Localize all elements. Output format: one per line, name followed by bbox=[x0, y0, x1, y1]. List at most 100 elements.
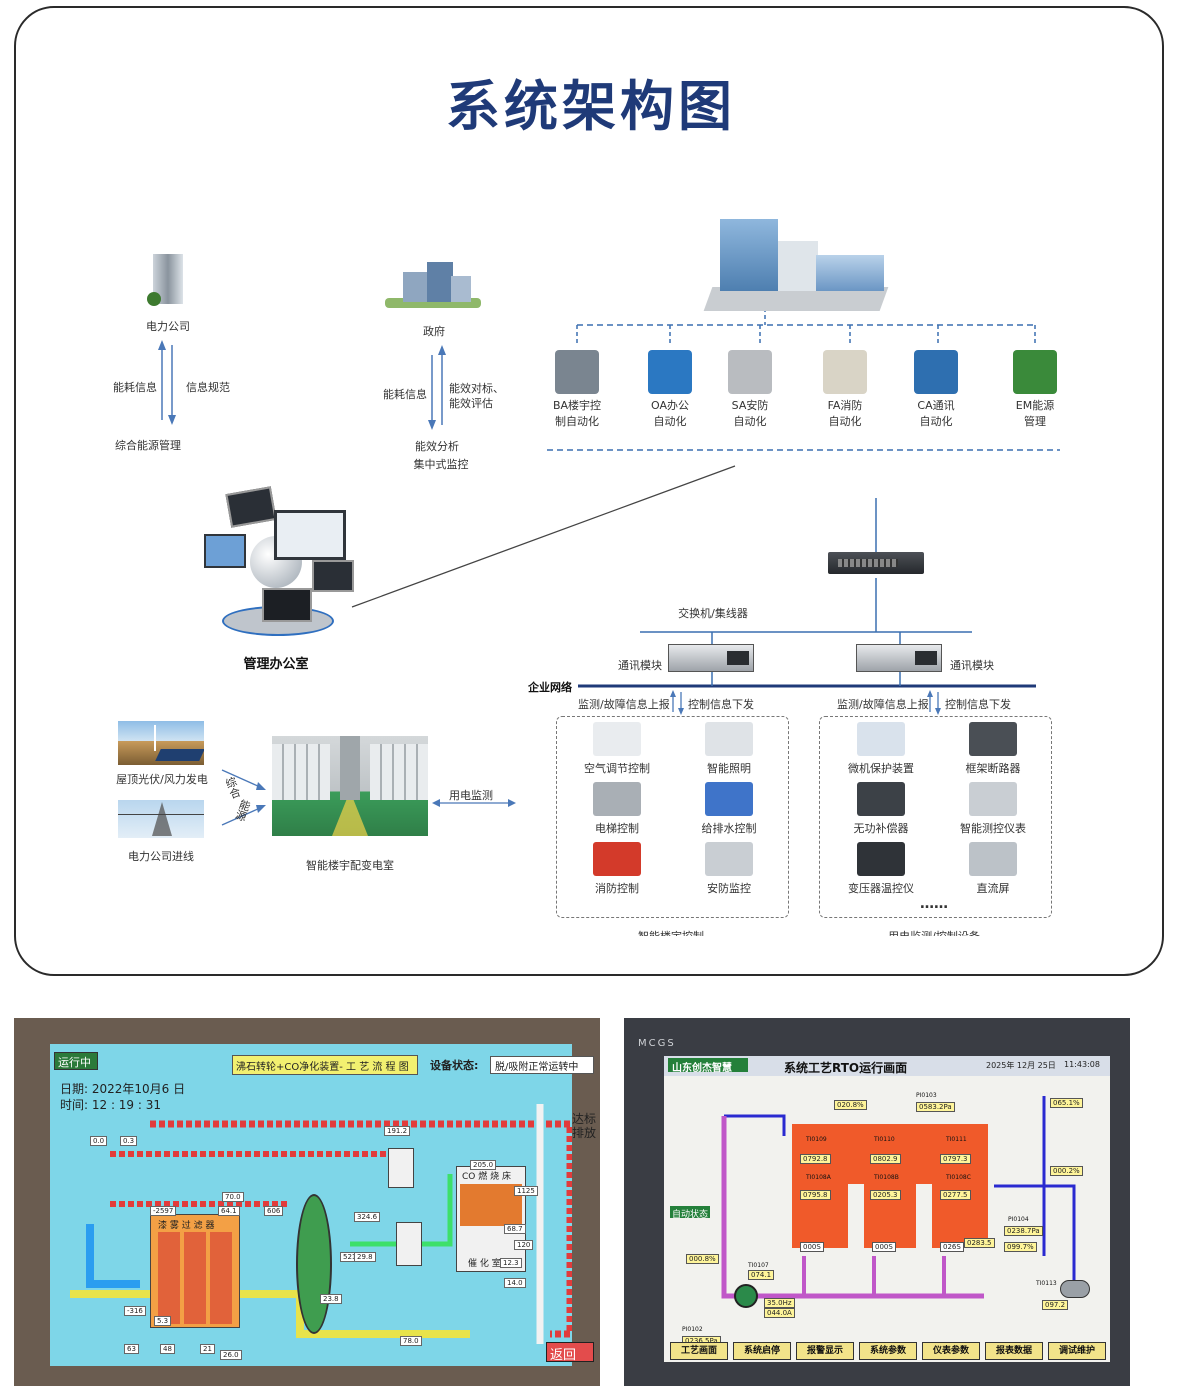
hmi1-back-label: 返回 bbox=[550, 1348, 577, 1363]
left_devices-item-0: 空气调节控制 bbox=[562, 722, 672, 776]
hmi1-state-value: 脱/吸附正常运转中 bbox=[495, 1062, 579, 1073]
screen-icon bbox=[1013, 350, 1057, 394]
device-icon bbox=[705, 782, 753, 816]
device-icon bbox=[857, 782, 905, 816]
device-icon bbox=[705, 722, 753, 756]
hmi2-rto-chambers bbox=[792, 1124, 988, 1248]
hmi2-rto-fan bbox=[734, 1284, 758, 1308]
building-control-box bbox=[556, 716, 789, 918]
device-label: 智能照明 bbox=[707, 762, 751, 775]
hmi1-zeolite-rotor bbox=[296, 1194, 332, 1334]
hmi2-nav-button-2[interactable]: 报警显示 bbox=[796, 1342, 854, 1360]
hmi2-auto-badge bbox=[670, 1206, 710, 1218]
building-control-caption: 智能楼宇控制 bbox=[638, 928, 704, 936]
energy-mgmt-label: 综合能源管理 bbox=[115, 439, 181, 452]
hmi2-temp-readout: 0802.9 bbox=[870, 1154, 901, 1164]
comm-module-right-icon bbox=[856, 644, 942, 672]
right_devices-item-4: 变压器温控仪 bbox=[826, 842, 936, 896]
gov-benchmark-label: 能效对标、 bbox=[449, 382, 504, 395]
grid-incoming-label: 电力公司进线 bbox=[128, 850, 194, 863]
comm-module-right-label: 通讯模块 bbox=[950, 659, 994, 672]
hmi2-auto-label: 自动状态 bbox=[672, 1210, 709, 1220]
substation-photo bbox=[272, 736, 428, 836]
system-label-line2: 制自动化 bbox=[555, 415, 599, 428]
left_devices-item-1: 智能照明 bbox=[674, 722, 784, 776]
left_devices-item-3: 给排水控制 bbox=[674, 782, 784, 836]
switch-device-icon bbox=[828, 552, 924, 574]
system-label-line1: BA楼宇控 bbox=[552, 399, 602, 412]
solar-wind-label: 屋顶光伏/风力发电 bbox=[116, 773, 208, 786]
hmi1-catalyst-label: 催 化 室 bbox=[468, 1259, 501, 1269]
hmi1-back-button[interactable] bbox=[546, 1342, 594, 1362]
hmi2-title: 系统工艺RTO运行画面 bbox=[784, 1061, 908, 1075]
hmi1-readout: 12.3 bbox=[500, 1258, 522, 1268]
system-label-line2: 自动化 bbox=[733, 415, 767, 428]
hmi1-readout: 205.0 bbox=[470, 1160, 497, 1170]
hmi2-nav-button-1[interactable]: 系统启停 bbox=[733, 1342, 791, 1360]
hmi2-pipes bbox=[721, 1096, 1076, 1299]
hmi2-fan-freq: 35.0Hz bbox=[764, 1298, 795, 1308]
system-label-line1: FA消防 bbox=[827, 399, 863, 412]
hmi1-readout: 191.2 bbox=[384, 1126, 411, 1136]
system-item-5: EM能源管理 bbox=[995, 350, 1075, 430]
hmi2-nav-button-0[interactable]: 工艺画面 bbox=[670, 1342, 728, 1360]
hmi1-readout: 29.8 bbox=[354, 1252, 376, 1262]
government-building-icon bbox=[385, 262, 481, 308]
device-label: 给排水控制 bbox=[701, 822, 757, 835]
hmi2-value: 020.8% bbox=[834, 1100, 867, 1110]
office-label: 管理办公室 bbox=[243, 657, 309, 672]
hmi-rto-screen-photo: MCGS 山东创杰智慧 系统工艺RTO运行画面 2025年 12月 25日 11… bbox=[624, 1018, 1130, 1386]
hmi-rotor-co-screen-photo: 运行中 沸石转轮+CO净化装置- 工 艺 流 程 图 设备状态: 脱/吸附正常运… bbox=[14, 1018, 600, 1386]
hmi1-desorb-heat-exchanger bbox=[396, 1222, 422, 1266]
device-label: 无功补偿器 bbox=[853, 822, 909, 835]
power-company-building-icon bbox=[147, 254, 187, 306]
hmi1-co-bed-label: CO 燃 烧 床 bbox=[462, 1172, 511, 1182]
hmi2-tag: PI0104 bbox=[1008, 1216, 1029, 1223]
downlink-right-label: 控制信息下发 bbox=[945, 698, 1011, 711]
monitor-icon bbox=[648, 350, 692, 394]
camera-icon bbox=[728, 350, 772, 394]
hmi1-co-heat-exchanger bbox=[388, 1148, 414, 1188]
comm-module-left-label: 通讯模块 bbox=[618, 659, 662, 672]
hmi1-filter-f7 bbox=[184, 1232, 206, 1324]
hq-building-icon bbox=[703, 219, 889, 311]
hmi2-value: 074.1 bbox=[748, 1270, 775, 1280]
right_devices-item-2: 无功补偿器 bbox=[826, 782, 936, 836]
hmi1-readout: 21 bbox=[200, 1344, 215, 1354]
hmi1-readout: 14.0 bbox=[504, 1278, 526, 1288]
hmi2-temp-readout: 0797.3 bbox=[940, 1154, 971, 1164]
device-label: 智能测控仪表 bbox=[960, 822, 1026, 835]
system-label-line2: 自动化 bbox=[653, 415, 687, 428]
hmi2-tag: PI0103 bbox=[916, 1092, 937, 1099]
hmi2-value: 097.2 bbox=[1042, 1300, 1069, 1310]
hmi2-temp-readout: 0792.8 bbox=[800, 1154, 831, 1164]
device-label: 空气调节控制 bbox=[584, 762, 650, 775]
hmi2-nav-button-3[interactable]: 系统参数 bbox=[859, 1342, 917, 1360]
device-icon bbox=[969, 842, 1017, 876]
hmi1-readout: 0.0 bbox=[90, 1136, 108, 1146]
hmi2-tag: PI0102 bbox=[682, 1326, 703, 1333]
device-icon bbox=[705, 842, 753, 876]
hmi1-burner bbox=[460, 1184, 522, 1226]
hmi2-value: 0583.2Pa bbox=[916, 1102, 955, 1112]
device-label: 直流屏 bbox=[976, 882, 1010, 895]
hmi2-nav-button-5[interactable]: 报表数据 bbox=[985, 1342, 1043, 1360]
hmi1-filter-g4 bbox=[158, 1232, 180, 1324]
emergency-light-icon bbox=[823, 350, 867, 394]
hmi2-tag: TI0107 bbox=[748, 1262, 769, 1269]
hmi1-readout: 48 bbox=[160, 1344, 175, 1354]
hmi2-time: 11:43:08 bbox=[1064, 1060, 1100, 1069]
hmi2-temp-readout: 0205.3 bbox=[870, 1190, 901, 1200]
hmi2-screen: 山东创杰智慧 系统工艺RTO运行画面 2025年 12月 25日 11:43:0… bbox=[664, 1056, 1110, 1362]
hmi2-nav-button-6[interactable]: 调试维护 bbox=[1048, 1342, 1106, 1360]
hmi2-header bbox=[664, 1056, 1110, 1076]
hmi1-readout: 63 bbox=[124, 1344, 139, 1354]
management-office-icon bbox=[200, 478, 354, 638]
system-label-line1: OA办公 bbox=[651, 399, 689, 412]
hmi1-readout: 606 bbox=[264, 1206, 284, 1216]
hmi1-readout: 70.0 bbox=[222, 1192, 244, 1202]
hmi2-nav-button-4[interactable]: 仪表参数 bbox=[922, 1342, 980, 1360]
hmi2-date: 2025年 12月 25日 bbox=[986, 1061, 1056, 1070]
hmi2-company: 山东创杰智慧 bbox=[672, 1063, 732, 1074]
hmi1-title-box bbox=[232, 1055, 418, 1075]
